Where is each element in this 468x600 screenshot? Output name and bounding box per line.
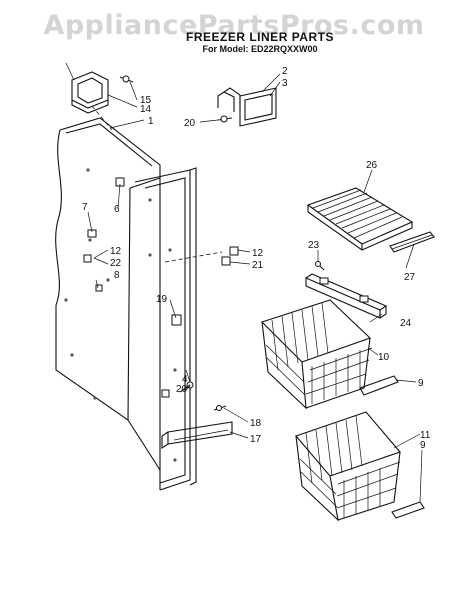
screw-part-20-top bbox=[217, 115, 233, 123]
callout-20b: 20 bbox=[176, 384, 188, 395]
freezer-liner-part-1 bbox=[55, 105, 197, 491]
callout-14: 14 bbox=[140, 104, 152, 115]
basket-part-10 bbox=[260, 299, 373, 410]
callout-23: 23 bbox=[308, 240, 320, 251]
callout-18: 18 bbox=[250, 418, 262, 429]
diagram-subtitle: For Model: ED22RQXXW00 bbox=[202, 44, 318, 54]
callout-12b: 12 bbox=[252, 248, 264, 259]
callout-15: 15 bbox=[140, 95, 152, 106]
cover-part-3 bbox=[239, 87, 277, 127]
trim-part-9-upper bbox=[359, 375, 399, 396]
callout-27: 27 bbox=[404, 272, 416, 283]
callout-22: 22 bbox=[110, 258, 122, 269]
callout-20a: 20 bbox=[184, 118, 196, 129]
basket-part-11 bbox=[295, 411, 401, 522]
callout-6: 6 bbox=[114, 204, 120, 215]
rail-part-24 bbox=[305, 273, 388, 319]
screw-part-15 bbox=[119, 75, 134, 83]
trim-part-17 bbox=[161, 421, 233, 450]
shelf-trim-part-27 bbox=[389, 231, 435, 253]
leader-lines bbox=[87, 73, 423, 503]
callout-26: 26 bbox=[366, 160, 378, 171]
callout-2: 2 bbox=[282, 66, 288, 77]
callout-24: 24 bbox=[400, 318, 412, 329]
callout-4: 4 bbox=[182, 374, 188, 385]
callout-9b: 9 bbox=[420, 440, 426, 451]
shelf-clip-part-21 bbox=[221, 246, 239, 266]
callout-1: 1 bbox=[148, 116, 154, 127]
callout-17: 17 bbox=[250, 434, 262, 445]
callout-11: 11 bbox=[420, 430, 431, 441]
callout-7: 7 bbox=[82, 202, 88, 213]
watermark: AppliancePartsPros.com bbox=[43, 10, 425, 41]
callout-10: 10 bbox=[378, 352, 390, 363]
diagram-title: FREEZER LINER PARTS bbox=[186, 30, 334, 44]
bracket-part-14 bbox=[65, 62, 109, 114]
callouts: 1 2 3 4 6 7 8 9 9 10 11 12 12 14 15 17 1… bbox=[82, 66, 431, 451]
callout-21: 21 bbox=[252, 260, 264, 271]
bracket-part-2 bbox=[217, 87, 241, 112]
screw-part-18 bbox=[213, 405, 227, 411]
callout-8: 8 bbox=[114, 270, 120, 281]
trim-part-9-lower bbox=[391, 501, 425, 519]
wire-shelf-part-26 bbox=[306, 187, 414, 251]
callout-9a: 9 bbox=[418, 378, 424, 389]
callout-3: 3 bbox=[282, 78, 288, 89]
callout-12a: 12 bbox=[110, 246, 122, 257]
callout-19: 19 bbox=[156, 294, 168, 305]
screw-part-23 bbox=[315, 261, 325, 271]
